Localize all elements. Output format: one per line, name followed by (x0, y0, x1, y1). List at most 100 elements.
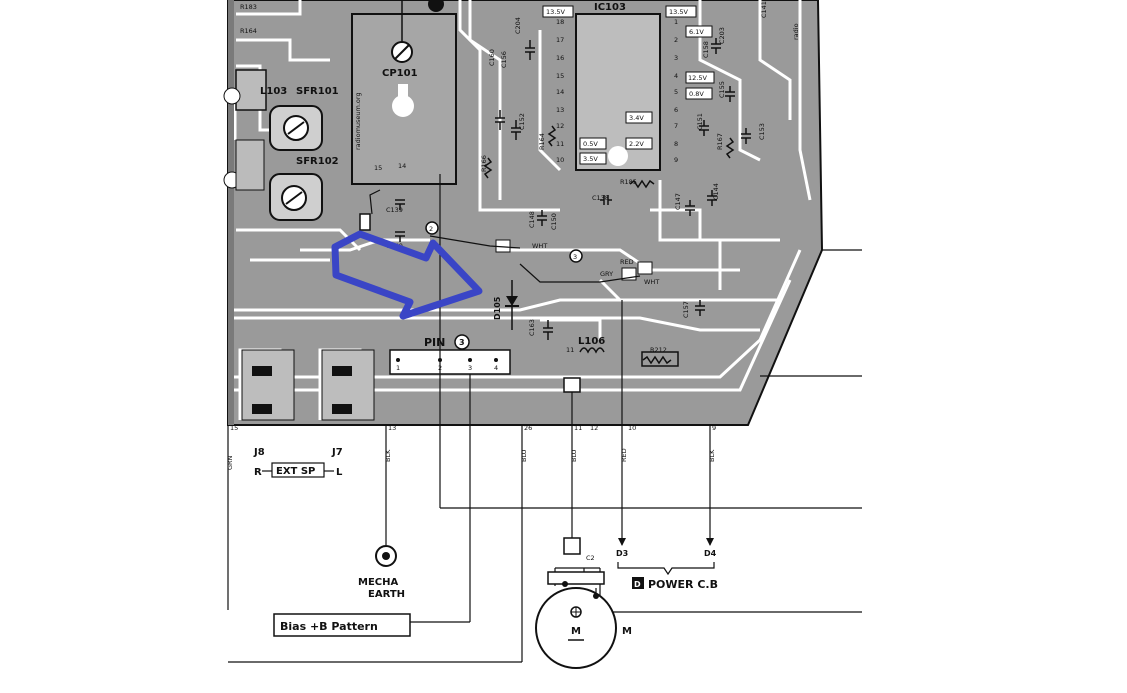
node-11-label: 11 (566, 346, 574, 354)
j8-label: J8 (253, 447, 265, 458)
diode-d105: D105 (493, 280, 519, 330)
voltage-box: 3.5V (583, 155, 598, 163)
component-symbols (395, 38, 751, 367)
l106-label: L106 (578, 336, 605, 347)
highlight-arrow (331, 230, 483, 320)
voltage-box: 0.8V (689, 90, 704, 98)
power-cb: D3 D4 D POWER C.B (616, 549, 718, 591)
voltage-box: 2.2V (629, 140, 644, 148)
ic-pin-left: 16 (556, 54, 564, 62)
bias-pattern-box: Bias +B Pattern (273, 613, 411, 637)
r183-label: R183 (240, 3, 257, 11)
d3-label: D3 (616, 549, 628, 558)
component-label: C147 (674, 193, 682, 210)
motor-outer-label: M (622, 626, 632, 637)
inductor-l106: L106 11 (566, 336, 605, 354)
ic-pin-right: 1 (674, 18, 678, 26)
wire-color: BLK (384, 449, 392, 462)
motor-label: M (571, 626, 581, 637)
ic103-label: IC103 (594, 2, 626, 13)
external-wires (227, 174, 862, 663)
power-label: POWER C.B (648, 578, 718, 591)
component-label: C151 (696, 113, 704, 130)
pad-number: 10 (628, 424, 636, 432)
component-label: C139 (386, 206, 403, 214)
component-label: C153 (758, 123, 766, 140)
component-label: C157 (682, 301, 690, 318)
node-14-label: 14 (398, 162, 406, 170)
wire-color: BLU (570, 449, 578, 462)
ic-pin-right: 7 (674, 122, 678, 130)
ic-pin-left: 15 (556, 72, 564, 80)
component-label: C160 (488, 49, 496, 66)
ic-pin-right: 8 (674, 140, 678, 148)
voltage-box: 13.5V (669, 8, 688, 16)
wire-color: BLK (708, 449, 716, 462)
component-label: C152 (518, 113, 526, 130)
component-label: C144 (712, 183, 720, 200)
node-3-label: 3 (573, 253, 577, 261)
wire-color: GRN (226, 455, 234, 470)
mecha-earth: MECHA EARTH (358, 545, 405, 600)
pin-label: PIN (424, 336, 445, 349)
watermark-text: radiomuseum.org (354, 92, 362, 150)
wire-tag: WHT (532, 242, 547, 250)
cp101-module: CP101 radiomuseum.org 15 14 (351, 0, 457, 185)
ext-l-label: L (336, 467, 343, 478)
earth-label: EARTH (368, 589, 405, 600)
mecha-label: MECHA (358, 577, 398, 588)
edge-pad-numbers: 15 13 26 11 12 10 9 (230, 424, 716, 432)
component-label: C203 (718, 27, 726, 44)
voltage-box: 0.5V (583, 140, 598, 148)
component-label: C148 (528, 211, 536, 228)
motor-assembly: C2 M M (535, 554, 632, 669)
d4-label: D4 (704, 549, 717, 558)
component-label: R185 (620, 178, 637, 186)
ext-r-label: R (254, 467, 262, 478)
ext-speaker-connectors: J8 J7 R EXT SP L (253, 447, 343, 478)
voltage-labels: 13.5V 13.5V 6.1V 12.5V 0.8V 3.4V 2.2V 0.… (542, 5, 715, 165)
component-label: C138 (592, 194, 609, 202)
d105-label: D105 (493, 296, 502, 320)
r164-label: R164 (240, 27, 257, 35)
power-letter: D (634, 580, 641, 589)
c2-label: C2 (586, 554, 595, 562)
sfr101-label: SFR101 (296, 86, 339, 97)
wire-tag: WHT (644, 278, 659, 286)
node-2-label: 2 (429, 225, 433, 233)
j7-label: J7 (331, 447, 343, 458)
pad-number: 15 (230, 424, 238, 432)
ic-pin-left: 12 (556, 122, 564, 130)
l103-label: L103 (260, 86, 287, 97)
ic-pin-right: 6 (674, 106, 678, 114)
node-15-label: 15 (374, 164, 382, 172)
wire-color: BLU (520, 449, 528, 462)
ic-pin-right: 4 (674, 72, 678, 80)
wire-tag: GRY (600, 270, 613, 278)
component-label: C156 (500, 51, 508, 68)
cp101-label: CP101 (382, 68, 418, 79)
node-markers: 2 3 (359, 213, 583, 263)
jack-pads (241, 349, 375, 421)
component-label: C158 (702, 41, 710, 58)
pin-num: 3 (468, 364, 472, 372)
component-label: C204 (514, 17, 522, 34)
pin-number: 3 (459, 338, 465, 347)
wire-tag: RED (620, 258, 634, 266)
ic-pin-left: 17 (556, 36, 564, 44)
ic-pin-left: 11 (556, 140, 564, 148)
component-label: R167 (716, 133, 724, 150)
wire-color-labels: GRN BLK BLU BLU RED BLK (226, 448, 716, 470)
pad-number: 13 (388, 424, 396, 432)
arrow-heads (618, 538, 714, 546)
plug-connectors (563, 377, 581, 555)
component-label: C163 (528, 319, 536, 336)
pin-num: 1 (396, 364, 400, 372)
bias-label: Bias +B Pattern (280, 620, 378, 633)
ic-pin-left: 13 (556, 106, 564, 114)
sfr-trimmers: L103 SFR101 SFR102 R183 R164 (223, 3, 339, 221)
ic-pin-right: 3 (674, 54, 678, 62)
voltage-box: 13.5V (546, 8, 565, 16)
ic-pin-right: 9 (674, 156, 678, 164)
